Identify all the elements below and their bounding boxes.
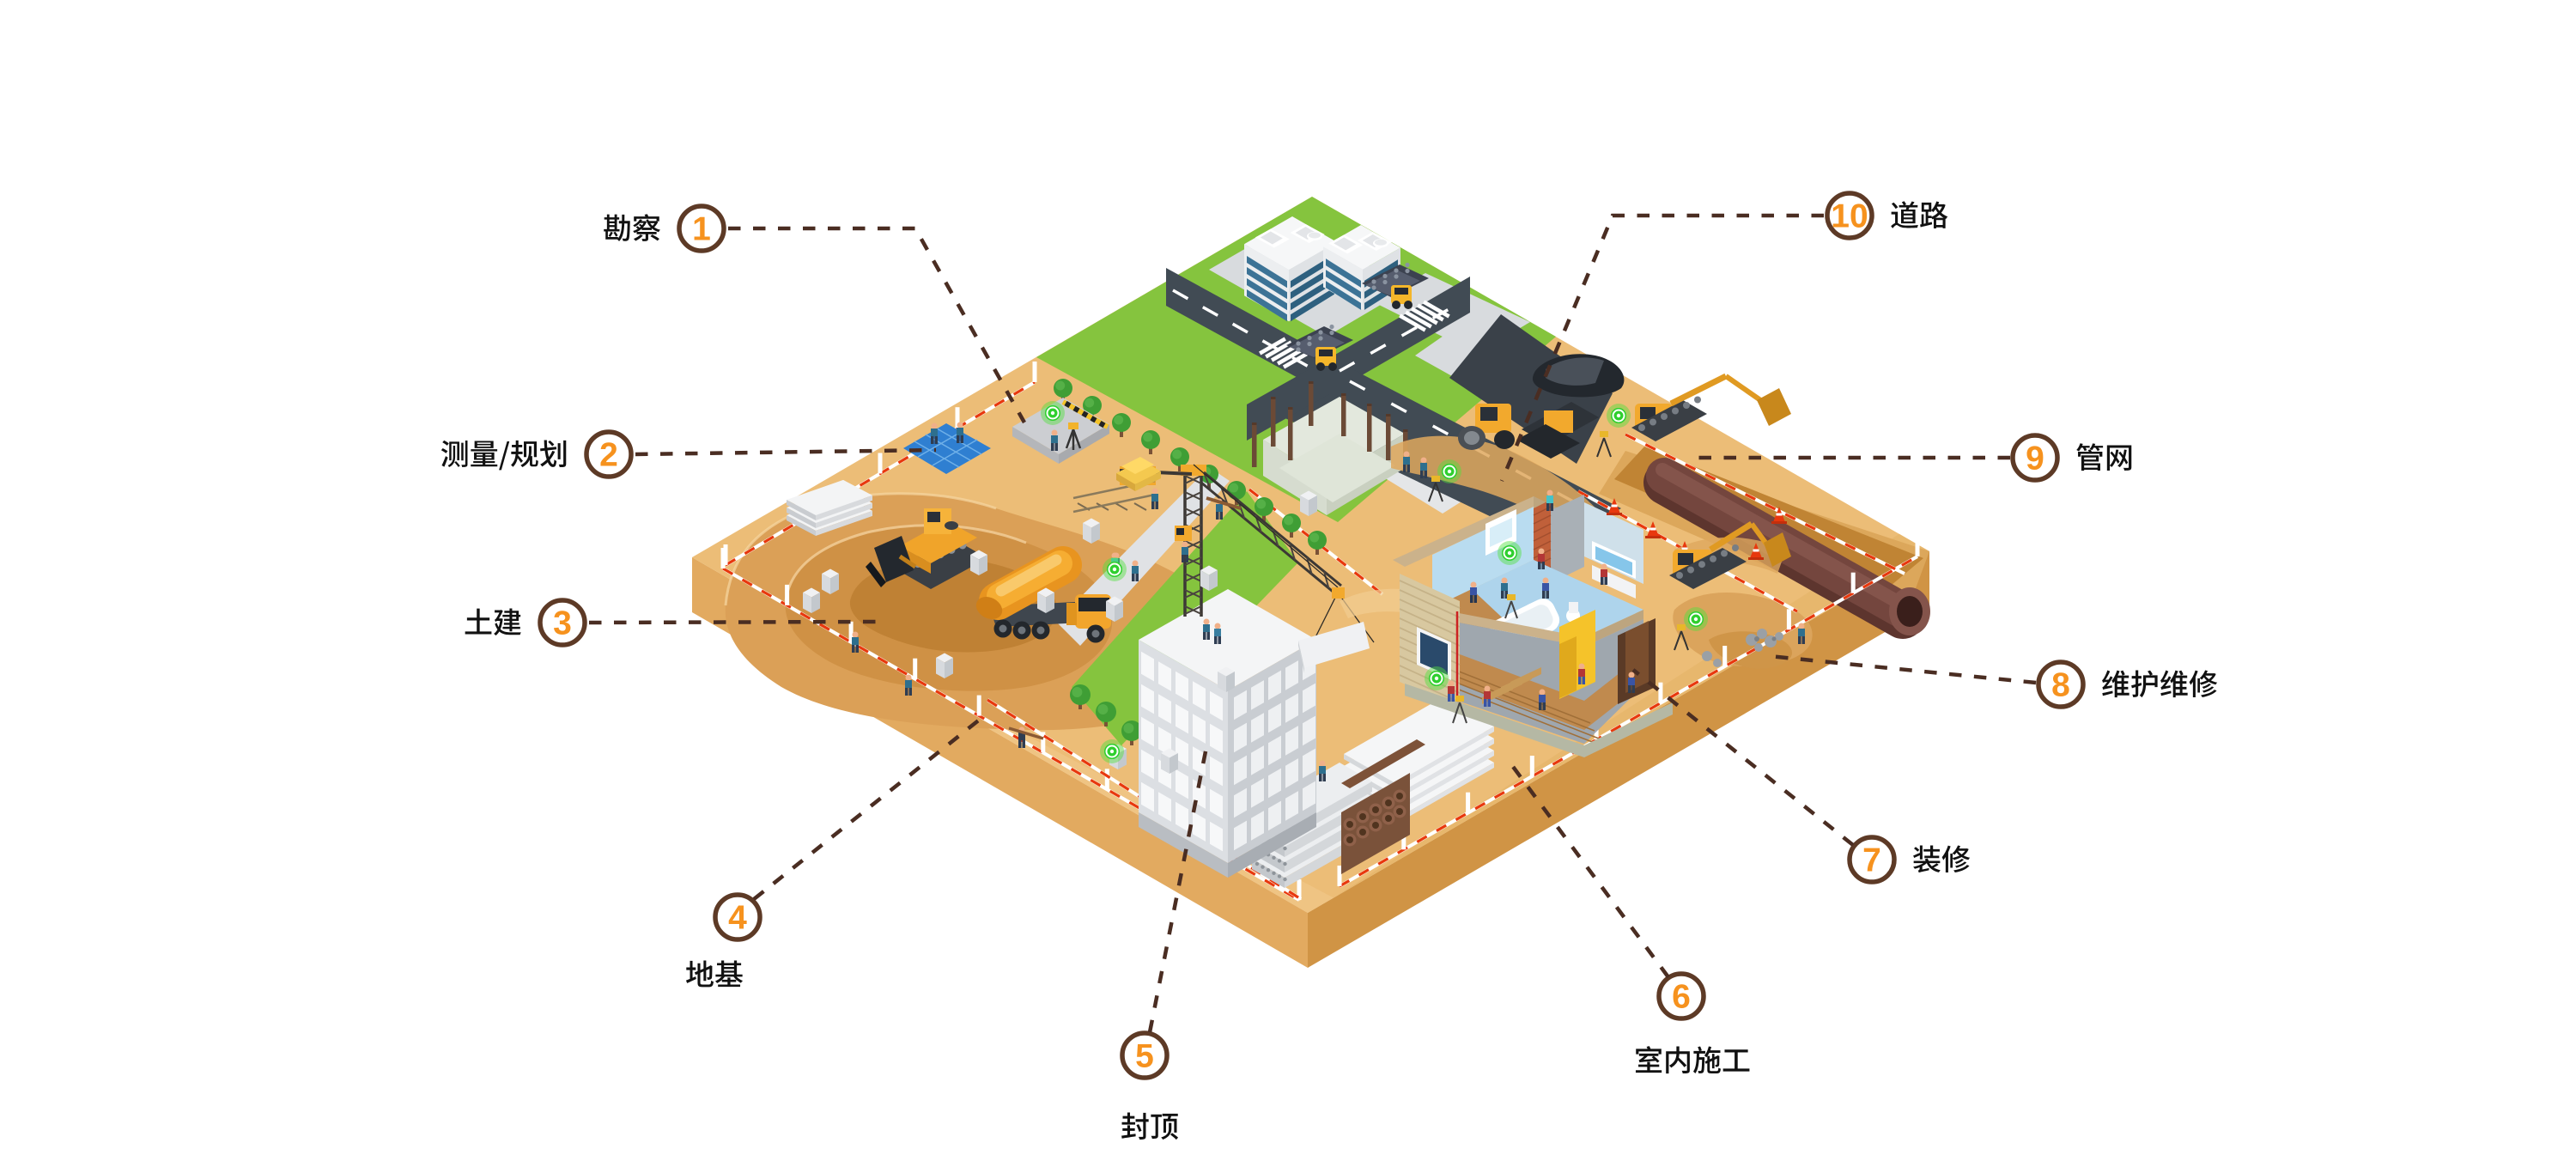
svg-text:2: 2 [599,437,618,474]
svg-text:7: 7 [1862,842,1881,879]
svg-text:5: 5 [1135,1038,1154,1075]
svg-text:9: 9 [2026,441,2044,477]
svg-text:6: 6 [1672,979,1691,1016]
svg-text:4: 4 [728,900,747,937]
svg-text:3: 3 [553,605,572,642]
svg-text:10: 10 [1831,198,1868,235]
svg-text:8: 8 [2051,667,2070,704]
svg-text:1: 1 [692,211,711,248]
